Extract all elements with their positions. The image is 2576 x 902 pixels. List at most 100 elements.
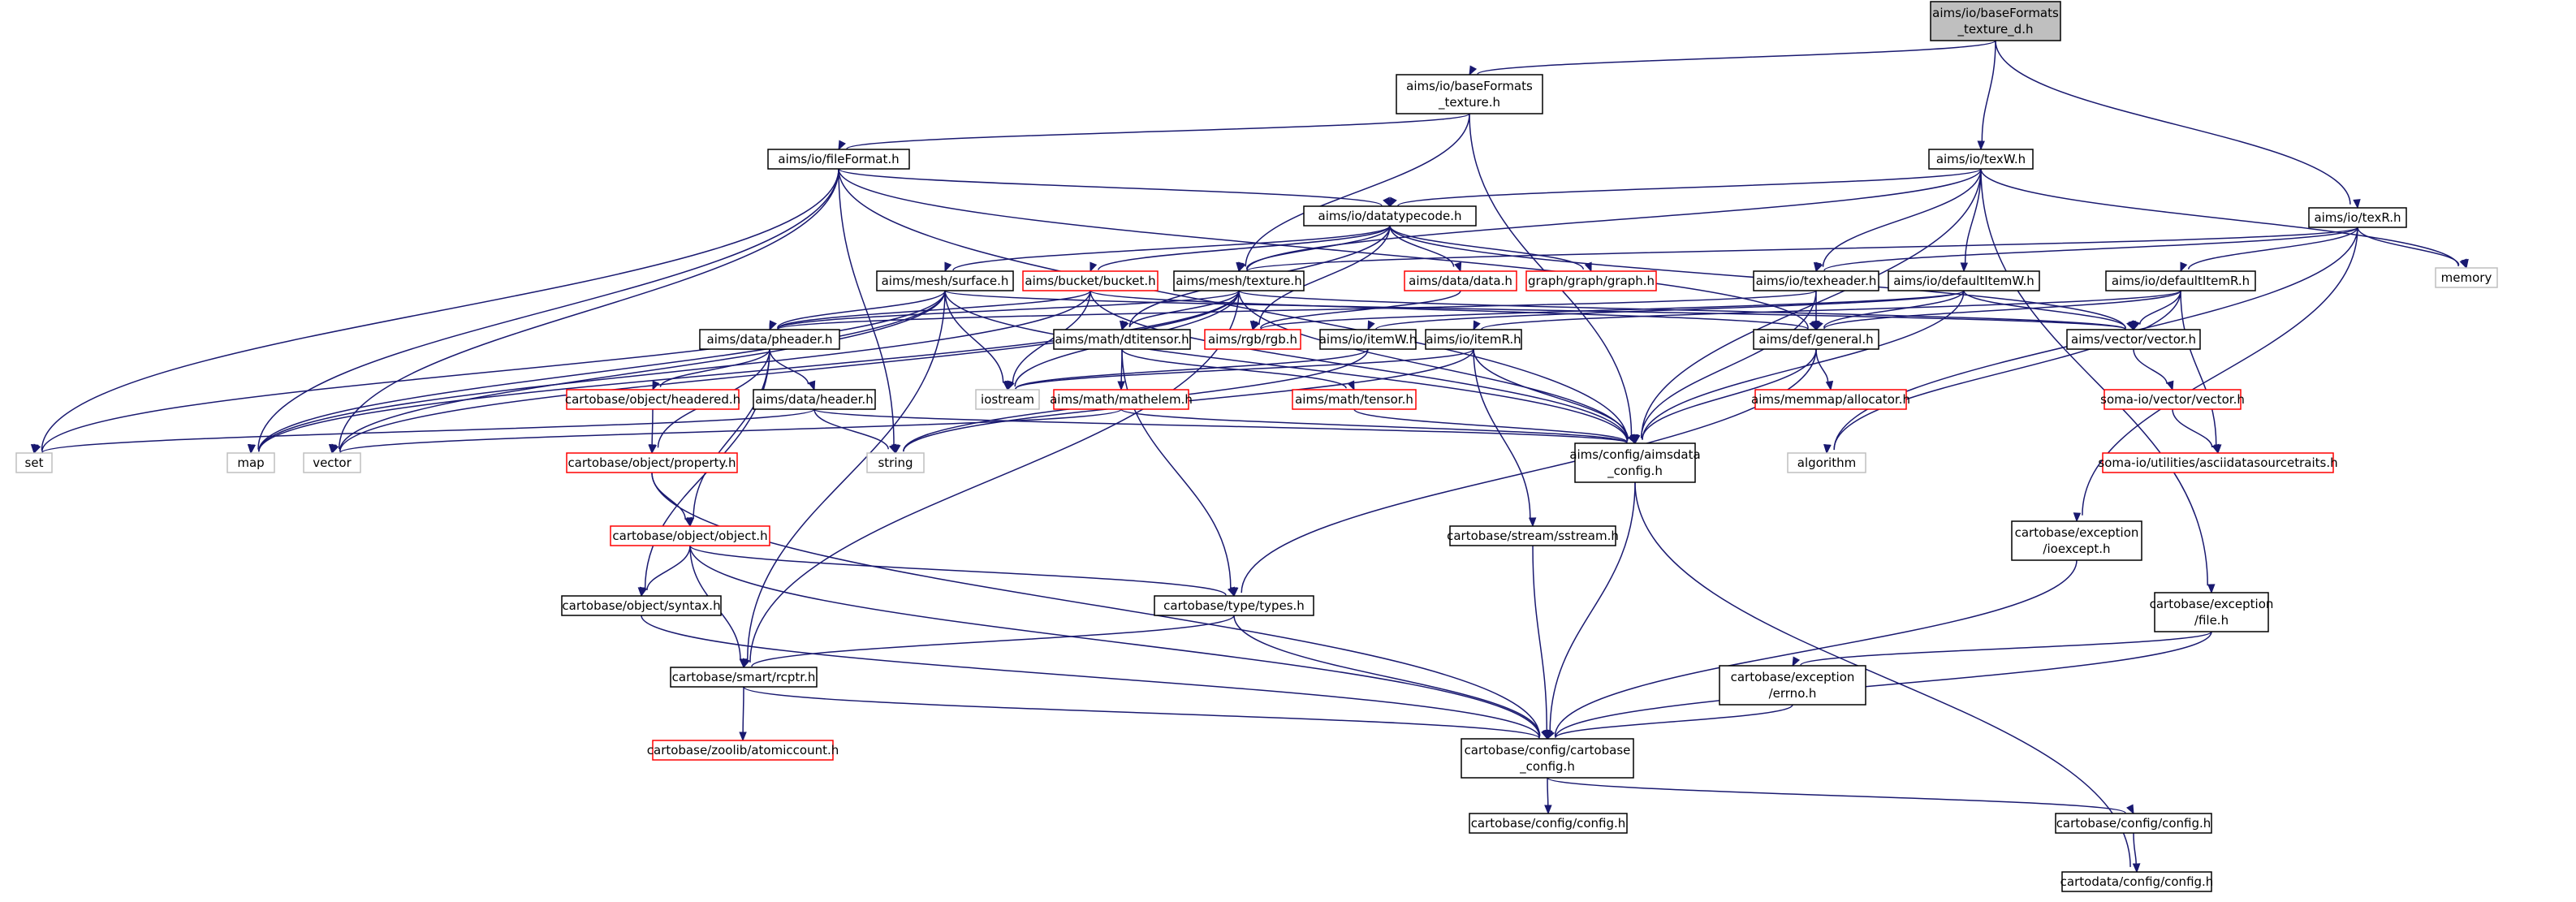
node-box — [610, 525, 770, 546]
node-box — [1053, 389, 1189, 410]
edge-line — [1260, 290, 1461, 329]
edge-line — [813, 408, 889, 450]
edge-line — [1481, 290, 2181, 330]
node-label: cartobase/stream/sstream.h — [1447, 529, 1619, 543]
node-ditemW[interactable]: aims/io/defaultItemW.h — [1888, 270, 2040, 291]
edge-ditemR-to-itemR — [1473, 290, 2181, 331]
node-ioexcept[interactable]: cartobase/exception/ioexcept.h — [2011, 520, 2142, 561]
edge-bft-to-texture — [1236, 113, 1470, 273]
node-allocator[interactable]: aims/memmap/allocator.h — [1751, 389, 1910, 410]
node-property[interactable]: cartobase/object/property.h — [566, 452, 738, 473]
node-general[interactable]: aims/def/general.h — [1753, 329, 1879, 350]
edge-arrowhead — [1792, 656, 1801, 667]
edge-surface-to-map — [248, 290, 946, 455]
node-texture[interactable]: aims/mesh/texture.h — [1173, 270, 1305, 291]
edge-line — [751, 615, 1235, 667]
node-dtc[interactable]: aims/io/datatypecode.h — [1303, 205, 1477, 227]
edge-dtc-to-texture — [1238, 225, 1391, 273]
node-box — [1469, 813, 1628, 834]
node-ascii[interactable]: soma-io/utilities/asciidatasourcetraits.… — [2098, 452, 2338, 473]
edge-line — [838, 168, 1809, 329]
node-syntax[interactable]: cartobase/object/syntax.h — [561, 595, 722, 616]
node-aimsdata[interactable]: aims/config/aimsdata_config.h — [1569, 442, 1701, 483]
edge-property-to-object — [651, 472, 693, 528]
node-label: aims/vector/vector.h — [2071, 332, 2196, 347]
node-surface[interactable]: aims/mesh/surface.h — [876, 270, 1014, 291]
edge-line — [1260, 290, 1965, 330]
node-vectorh[interactable]: aims/vector/vector.h — [2066, 329, 2201, 350]
edge-bft-to-ff — [838, 113, 1470, 151]
edge-line — [659, 348, 770, 388]
node-datah[interactable]: aims/data/data.h — [1404, 270, 1517, 291]
edge-object-to-syntax — [639, 545, 691, 598]
edge-arrowhead — [1815, 261, 1823, 273]
node-label: _config.h — [1607, 464, 1663, 479]
node-texW[interactable]: aims/io/texW.h — [1928, 149, 2034, 170]
node-texheader[interactable]: aims/io/texheader.h — [1753, 270, 1879, 291]
node-cbconfigh2[interactable]: cartobase/config/config.h — [2055, 813, 2212, 834]
edge-line — [1981, 40, 1996, 142]
node-box — [1449, 525, 1616, 546]
node-errno[interactable]: cartobase/exception/errno.h — [1719, 665, 1866, 706]
node-rgb[interactable]: aims/rgb/rgb.h — [1204, 329, 1301, 350]
node-label: cartobase/object/object.h — [612, 529, 767, 543]
node-sstream[interactable]: cartobase/stream/sstream.h — [1447, 525, 1619, 546]
node-ff[interactable]: aims/io/fileFormat.h — [767, 149, 910, 170]
node-mathelem[interactable]: aims/math/mathelem.h — [1050, 389, 1193, 410]
node-label: _config.h — [1519, 759, 1575, 775]
node-headered[interactable]: cartobase/object/headered.h — [565, 389, 740, 410]
edge-line — [743, 686, 1540, 740]
edge-line — [1120, 408, 1628, 444]
edge-line — [2180, 290, 2217, 446]
edge-arrowhead — [1007, 380, 1015, 391]
node-cdconfig[interactable]: cartodata/config/config.h — [2060, 871, 2214, 892]
node-atomic[interactable]: cartobase/zoolib/atomiccount.h — [647, 740, 839, 761]
node-itemR[interactable]: aims/io/itemR.h — [1425, 329, 1522, 350]
edge-line — [749, 290, 1240, 662]
edge-line — [1389, 225, 1455, 267]
edge-line — [1642, 348, 1817, 440]
node-pheader[interactable]: aims/data/pheader.h — [699, 329, 840, 350]
edge-line — [1246, 168, 1982, 270]
node-rcptr[interactable]: cartobase/smart/rcptr.h — [670, 667, 818, 688]
edge-ff-to-string — [838, 168, 900, 455]
node-label: aims/io/defaultItemR.h — [2112, 274, 2250, 288]
node-cbconfig[interactable]: cartobase/config/cartobase_config.h — [1461, 738, 1634, 779]
edge-arrowhead — [1528, 517, 1537, 528]
edge-line — [813, 408, 1628, 444]
edge-arrowhead — [2166, 380, 2174, 391]
node-label: cartobase/smart/rcptr.h — [672, 670, 816, 684]
node-itemW[interactable]: aims/io/itemW.h — [1319, 329, 1417, 350]
edge-texture-to-map — [248, 290, 1240, 455]
edge-arrowhead — [2133, 320, 2140, 331]
node-box — [566, 389, 740, 410]
node-box — [2055, 813, 2212, 834]
node-somavec[interactable]: soma-io/vector/vector.h — [2100, 389, 2245, 410]
node-label: aims/io/texheader.h — [1756, 274, 1877, 288]
node-graph[interactable]: graph/graph/graph.h — [1525, 270, 1657, 291]
node-header[interactable]: aims/data/header.h — [753, 389, 876, 410]
node-box — [2104, 389, 2242, 410]
node-label: cartobase/object/headered.h — [565, 392, 740, 407]
node-texR[interactable]: aims/io/texR.h — [2308, 207, 2407, 228]
node-ditemR[interactable]: aims/io/defaultItemR.h — [2105, 270, 2256, 291]
edge-line — [1532, 545, 1547, 732]
node-cbconfigh[interactable]: cartobase/config/config.h — [1469, 813, 1628, 834]
node-label: aims/math/mathelem.h — [1050, 392, 1193, 407]
edge-vectorh-to-somavec — [2133, 348, 2174, 391]
node-box — [303, 452, 361, 473]
node-types[interactable]: cartobase/type/types.h — [1154, 595, 1314, 616]
node-box — [2066, 329, 2201, 350]
node-label: soma-io/utilities/asciidatasourcetraits.… — [2098, 455, 2337, 470]
node-object[interactable]: cartobase/object/object.h — [610, 525, 770, 546]
node-dtensor[interactable]: aims/math/dtitensor.h — [1053, 329, 1191, 350]
node-bft[interactable]: aims/io/baseFormats_texture.h — [1396, 74, 1543, 114]
node-tensor[interactable]: aims/math/tensor.h — [1292, 389, 1417, 410]
node-root[interactable]: aims/io/baseFormats_texture_d.h — [1930, 1, 2061, 41]
edge-ditemR-to-general — [1815, 290, 2181, 331]
node-file[interactable]: cartobase/exception/file.h — [2150, 592, 2274, 632]
edge-line — [41, 290, 946, 452]
node-bucket[interactable]: aims/bucket/bucket.h — [1022, 270, 1159, 291]
edge-texW-to-ditemW — [1960, 168, 1982, 273]
edge-arrowhead — [2132, 863, 2141, 874]
